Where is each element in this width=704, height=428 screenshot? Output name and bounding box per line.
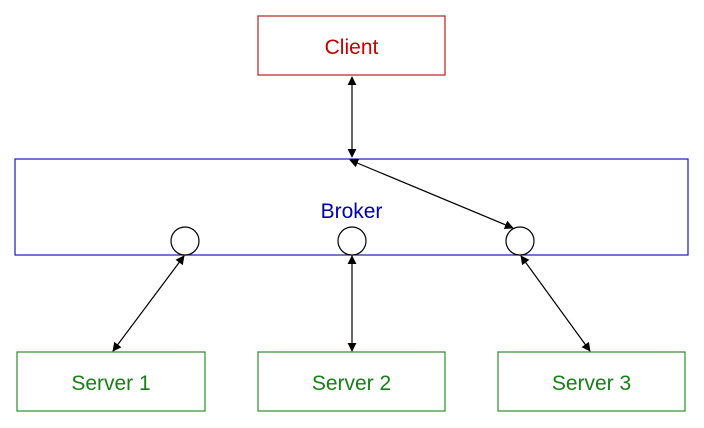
broker-label: Broker (321, 200, 383, 223)
broker-port-2 (337, 226, 367, 256)
server-2-label: Server 2 (312, 372, 391, 395)
client-label: Client (325, 36, 379, 59)
arrow-port-3-server-3 (520, 255, 591, 352)
server-1-label: Server 1 (71, 372, 150, 395)
server-3-box[interactable] (497, 351, 686, 412)
broker-port-1 (170, 226, 200, 256)
server-3-label: Server 3 (552, 372, 631, 395)
client-box[interactable] (257, 15, 446, 76)
server-2-box[interactable] (257, 351, 446, 412)
arrow-port-1-server-1 (112, 255, 185, 352)
broker-port-3 (505, 226, 535, 256)
server-1-box[interactable] (16, 351, 206, 412)
arrow-broker-port-3 (349, 158, 514, 230)
